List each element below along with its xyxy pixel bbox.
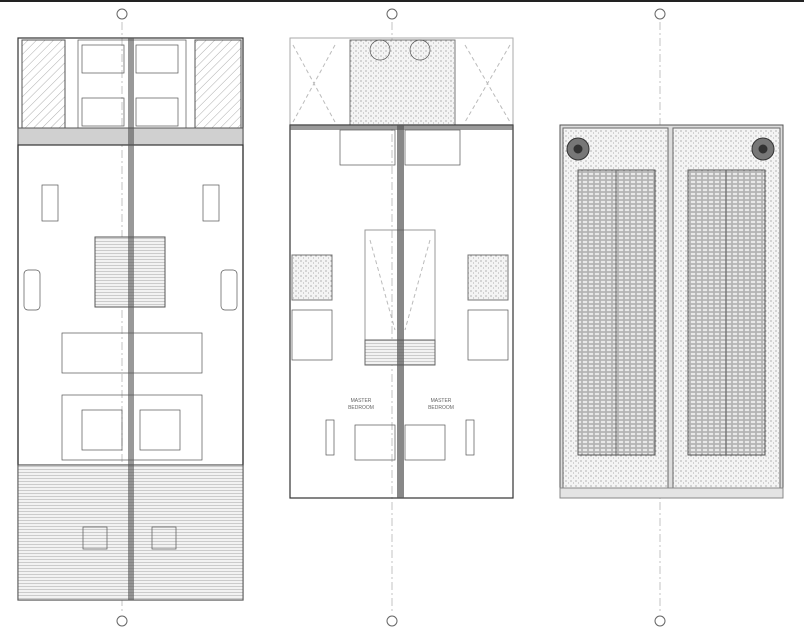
patio-right: [194, 39, 242, 129]
ground-floor-plan: [17, 37, 244, 601]
spiral-stair-icon: [566, 137, 775, 161]
patio-left: [21, 39, 66, 129]
roof-plan: [559, 124, 784, 499]
grid-marker-icon: [116, 8, 666, 627]
